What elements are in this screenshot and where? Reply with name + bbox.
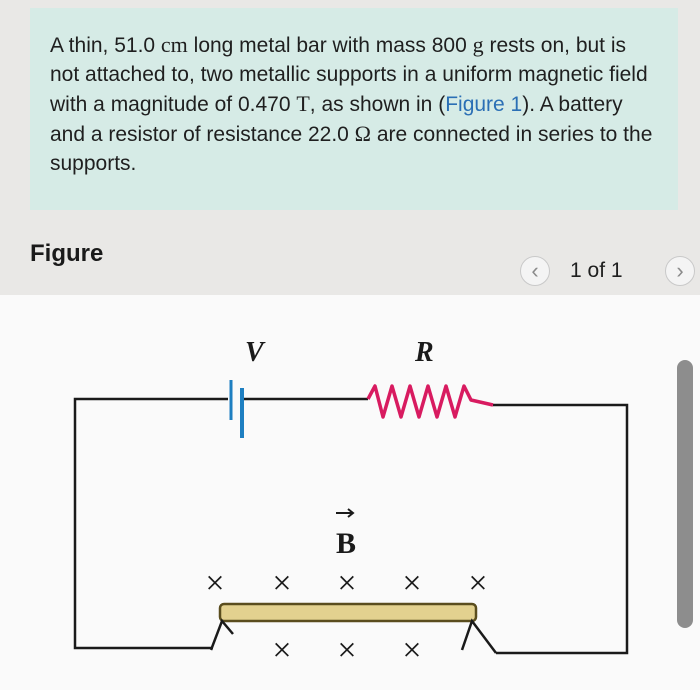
field-cross: ×: [272, 632, 291, 669]
left-support: [209, 618, 234, 651]
field-crosses: × × × × × × × ×: [205, 565, 487, 669]
unit-g: g: [472, 32, 484, 57]
unit-ohm: Ω: [354, 121, 372, 146]
next-figure-button[interactable]: ›: [665, 256, 695, 286]
problem-text-part: ). A battery and a resistor of resistanc…: [50, 93, 623, 146]
unit-tesla: T: [296, 91, 310, 116]
unit-cm: cm: [160, 32, 188, 57]
problem-text-part: , as shown in (: [309, 93, 446, 116]
right-wire: [493, 403, 629, 655]
problem-text-part: long metal bar with mass 800: [187, 34, 473, 57]
figure-panel: [0, 295, 700, 690]
metal-bar: [218, 602, 478, 623]
voltage-label: V: [245, 337, 266, 368]
chevron-left-icon: ‹: [531, 258, 539, 283]
field-cross: ×: [272, 565, 291, 602]
magnetic-field-label: B: [336, 527, 356, 560]
figure-link[interactable]: Figure 1: [445, 93, 523, 116]
field-cross: ×: [205, 565, 224, 602]
battery-symbol: [229, 380, 244, 438]
figure-pager: 1 of 1: [570, 259, 623, 282]
problem-text: A thin, 51.0 cm long metal bar with mass…: [50, 30, 660, 178]
right-support: [460, 618, 497, 654]
resistance-label: R: [414, 337, 434, 368]
field-cross: ×: [337, 632, 356, 669]
left-wire: [73, 397, 228, 650]
circuit-wires: [73, 397, 629, 655]
figure-heading: Figure: [30, 240, 104, 267]
field-cross: ×: [402, 632, 421, 669]
field-cross: ×: [468, 565, 487, 602]
field-cross: ×: [402, 565, 421, 602]
field-cross: ×: [337, 565, 356, 602]
problem-text-part: rests on, but is not attached to, two me…: [50, 34, 648, 116]
problem-text-part: A thin, 51.0: [50, 34, 161, 57]
resistor-symbol: [366, 384, 494, 419]
problem-text-part: are connected in series to the supports.: [50, 123, 653, 175]
chevron-right-icon: ›: [676, 258, 684, 283]
previous-figure-button[interactable]: ‹: [520, 256, 550, 286]
problem-statement-box: A thin, 51.0 cm long metal bar with mass…: [30, 8, 678, 210]
vector-arrow-icon: [336, 508, 355, 518]
scrollbar-thumb[interactable]: [677, 360, 693, 628]
